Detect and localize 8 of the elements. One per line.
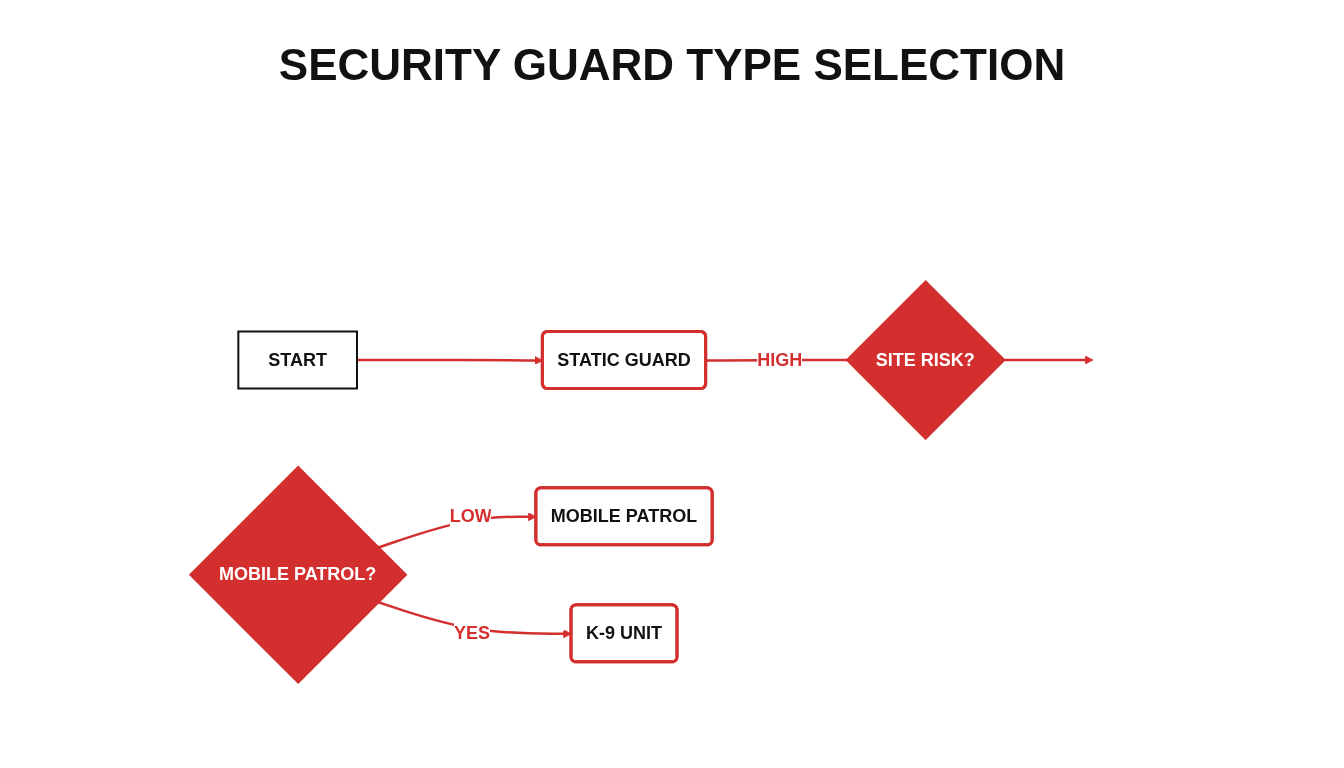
arrow — [1003, 355, 1094, 364]
node-diamond: SITE RISK? — [845, 279, 1006, 440]
edge-label: HIGH — [757, 349, 803, 370]
edge-label: LOW — [449, 505, 492, 526]
node-diamond: MOBILE PATROL? — [188, 465, 408, 684]
node-box: START — [237, 330, 358, 390]
edge-label: YES — [453, 622, 490, 643]
title: SECURITY GUARD TYPE SELECTION — [277, 40, 1067, 90]
